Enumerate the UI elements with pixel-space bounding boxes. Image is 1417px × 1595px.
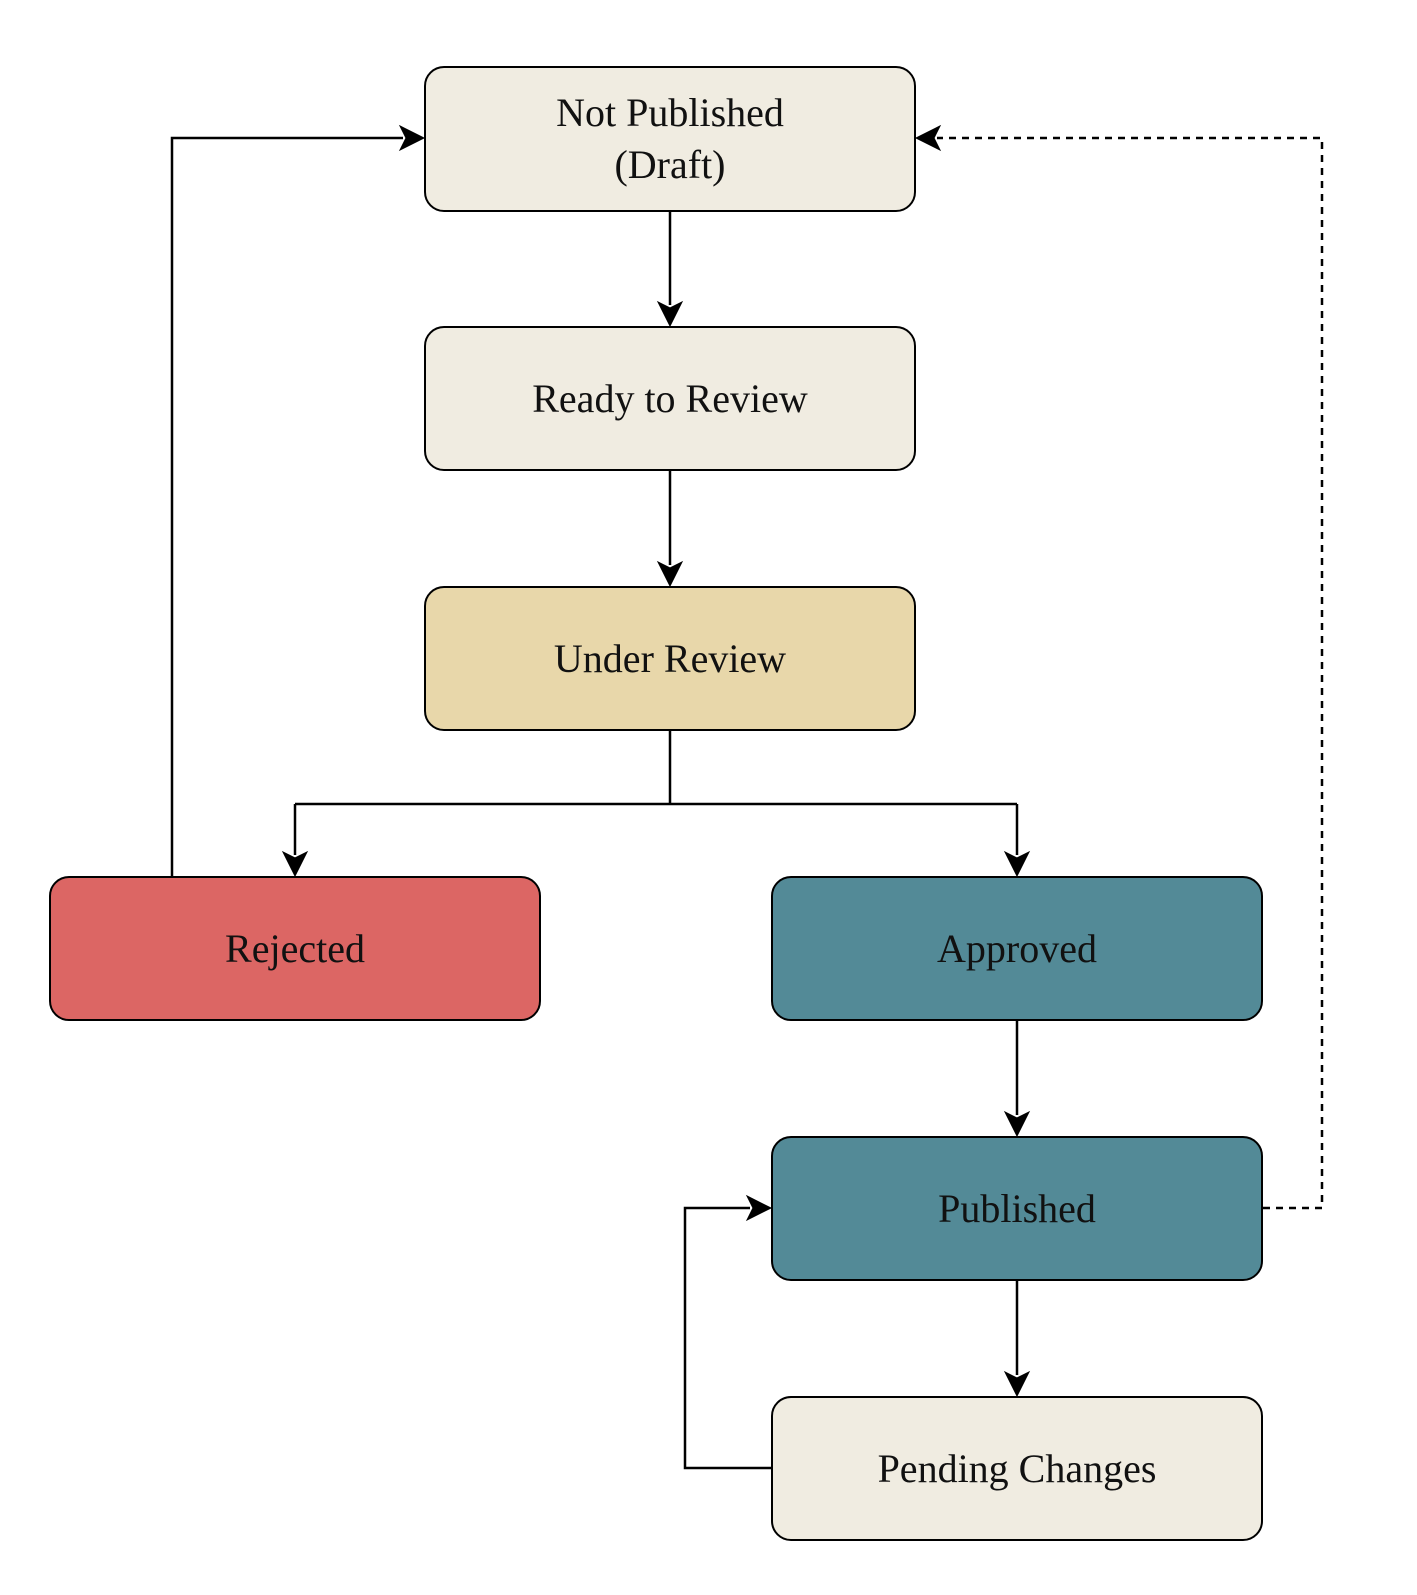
edge-pending-to-published bbox=[683, 1206, 771, 1470]
arrowhead-published-to-pending bbox=[1003, 1370, 1031, 1398]
arrowhead-ready-to-under bbox=[656, 560, 684, 588]
node-label: Approved bbox=[937, 925, 1097, 971]
node-pending-changes: Pending Changes bbox=[771, 1396, 1263, 1541]
edge-rejected-to-draft bbox=[170, 136, 403, 876]
node-not-published-draft: Not Published (Draft) bbox=[424, 66, 916, 212]
arrowhead-draft-to-ready bbox=[656, 300, 684, 328]
node-approved: Approved bbox=[771, 876, 1263, 1021]
node-label: Pending Changes bbox=[877, 1445, 1157, 1491]
arrowhead-under-to-approved bbox=[1003, 850, 1031, 878]
node-under-review: Under Review bbox=[424, 586, 916, 731]
node-rejected: Rejected bbox=[49, 876, 541, 1021]
edge-published-to-draft-dashed bbox=[937, 136, 1324, 1210]
node-label: Ready to Review bbox=[532, 375, 808, 421]
arrowhead-published-to-draft bbox=[914, 124, 942, 152]
arrowhead-rejected-to-draft bbox=[398, 124, 426, 152]
arrowhead-under-to-rejected bbox=[281, 850, 309, 878]
node-published: Published bbox=[771, 1136, 1263, 1281]
node-label: Not Published (Draft) bbox=[556, 90, 784, 187]
node-label: Rejected bbox=[225, 925, 365, 971]
arrowhead-approved-to-published bbox=[1003, 1110, 1031, 1138]
node-label: Under Review bbox=[553, 635, 787, 681]
arrowhead-pending-to-published bbox=[745, 1194, 773, 1222]
node-label: Published bbox=[938, 1185, 1096, 1231]
node-ready-to-review: Ready to Review bbox=[424, 326, 916, 471]
